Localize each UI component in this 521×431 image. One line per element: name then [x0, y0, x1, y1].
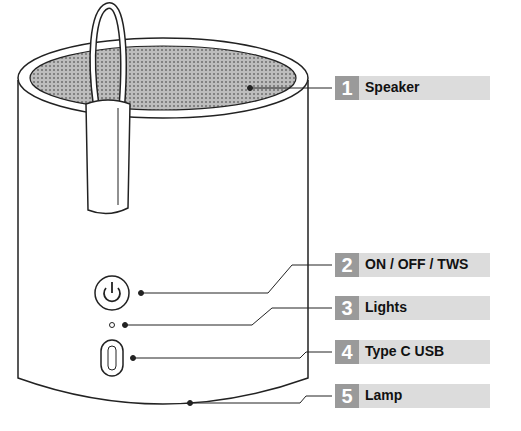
- callout-number: 1: [335, 76, 359, 100]
- callout-label: 2ON / OFF / TWS: [335, 253, 490, 277]
- leader-lines: [123, 86, 333, 406]
- callout-label: 5Lamp: [335, 384, 490, 408]
- indicator-light: [110, 323, 115, 328]
- callout-label: 4Type C USB: [335, 340, 490, 364]
- top-rim: [18, 38, 308, 118]
- part-name: Speaker: [359, 76, 425, 100]
- usb-slot: [108, 346, 116, 370]
- callout-number: 3: [335, 296, 359, 320]
- callout-number: 2: [335, 253, 359, 277]
- strap-loop: [93, 6, 124, 104]
- strap-clip: [86, 100, 130, 214]
- part-name: ON / OFF / TWS: [359, 253, 474, 277]
- power-icon: [111, 282, 113, 293]
- power-button: [95, 276, 129, 310]
- callout-label: 1Speaker: [335, 76, 490, 100]
- callout-label: 3Lights: [335, 296, 490, 320]
- part-name: Lamp: [359, 384, 408, 408]
- speaker-body: [18, 80, 308, 404]
- callout-number: 4: [335, 340, 359, 364]
- clip-edge: [118, 108, 119, 205]
- callout-number: 5: [335, 384, 359, 408]
- strap-loop-inner: [93, 6, 124, 104]
- part-name: Type C USB: [359, 340, 450, 364]
- part-name: Lights: [359, 296, 413, 320]
- speaker-grille: [30, 46, 296, 110]
- usb-port: [101, 340, 123, 376]
